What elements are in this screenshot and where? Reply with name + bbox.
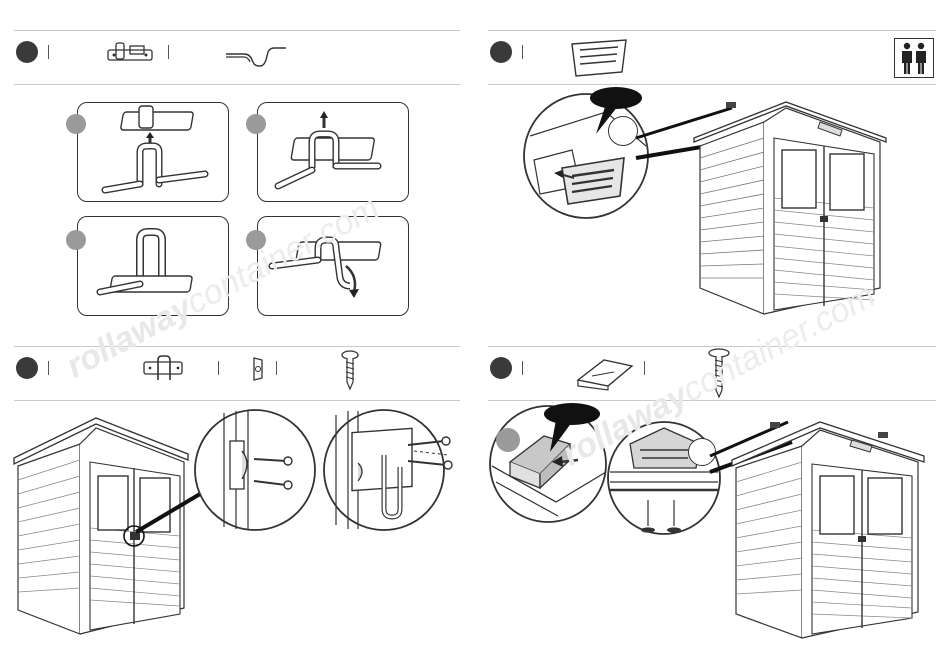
clip-icon: [248, 356, 268, 382]
latch-part-icon: [104, 40, 160, 68]
step-4-divider: [522, 361, 523, 375]
step-4-number-dot: [490, 357, 512, 379]
step-1-number-dot: [16, 41, 38, 63]
step-4-divider-2: [644, 361, 645, 375]
screw-icon: [340, 350, 360, 390]
vent-cap-icon: [574, 356, 636, 390]
step-1-panel-a-dot: [66, 114, 86, 134]
step-4-zoom-dot-left: [496, 428, 520, 452]
rule-top-right: [488, 30, 936, 31]
step-3-divider-2: [218, 361, 219, 375]
step-1-divider-2: [168, 45, 169, 59]
rule-top-left: [14, 30, 460, 31]
step-2-number-dot: [490, 41, 512, 63]
step-1-divider: [48, 45, 49, 59]
latch-detail-zoom: [318, 405, 458, 535]
shed-illustration-right-bottom: [728, 416, 928, 644]
step-2-divider: [522, 45, 523, 59]
rule-top-right-2: [488, 84, 936, 85]
step-1-panel-b-dot: [246, 114, 266, 134]
rule-mid-left-2: [14, 400, 460, 401]
latch-assembly-icon: [140, 352, 190, 386]
step-3-divider: [48, 361, 49, 375]
step-3-divider-3: [276, 361, 277, 375]
latch-insert-illustration: [272, 108, 392, 196]
clip-detail-zoom: [190, 405, 320, 535]
pin-part-icon: [224, 42, 288, 68]
latch-slide-illustration: [95, 104, 215, 198]
step-3-number-dot: [16, 357, 38, 379]
rule-top-left-2: [14, 84, 460, 85]
two-people-icon: [894, 38, 934, 78]
vent-part-icon: [566, 38, 632, 78]
step-1-panel-c-dot: [66, 230, 86, 250]
rule-mid-right: [488, 346, 936, 347]
